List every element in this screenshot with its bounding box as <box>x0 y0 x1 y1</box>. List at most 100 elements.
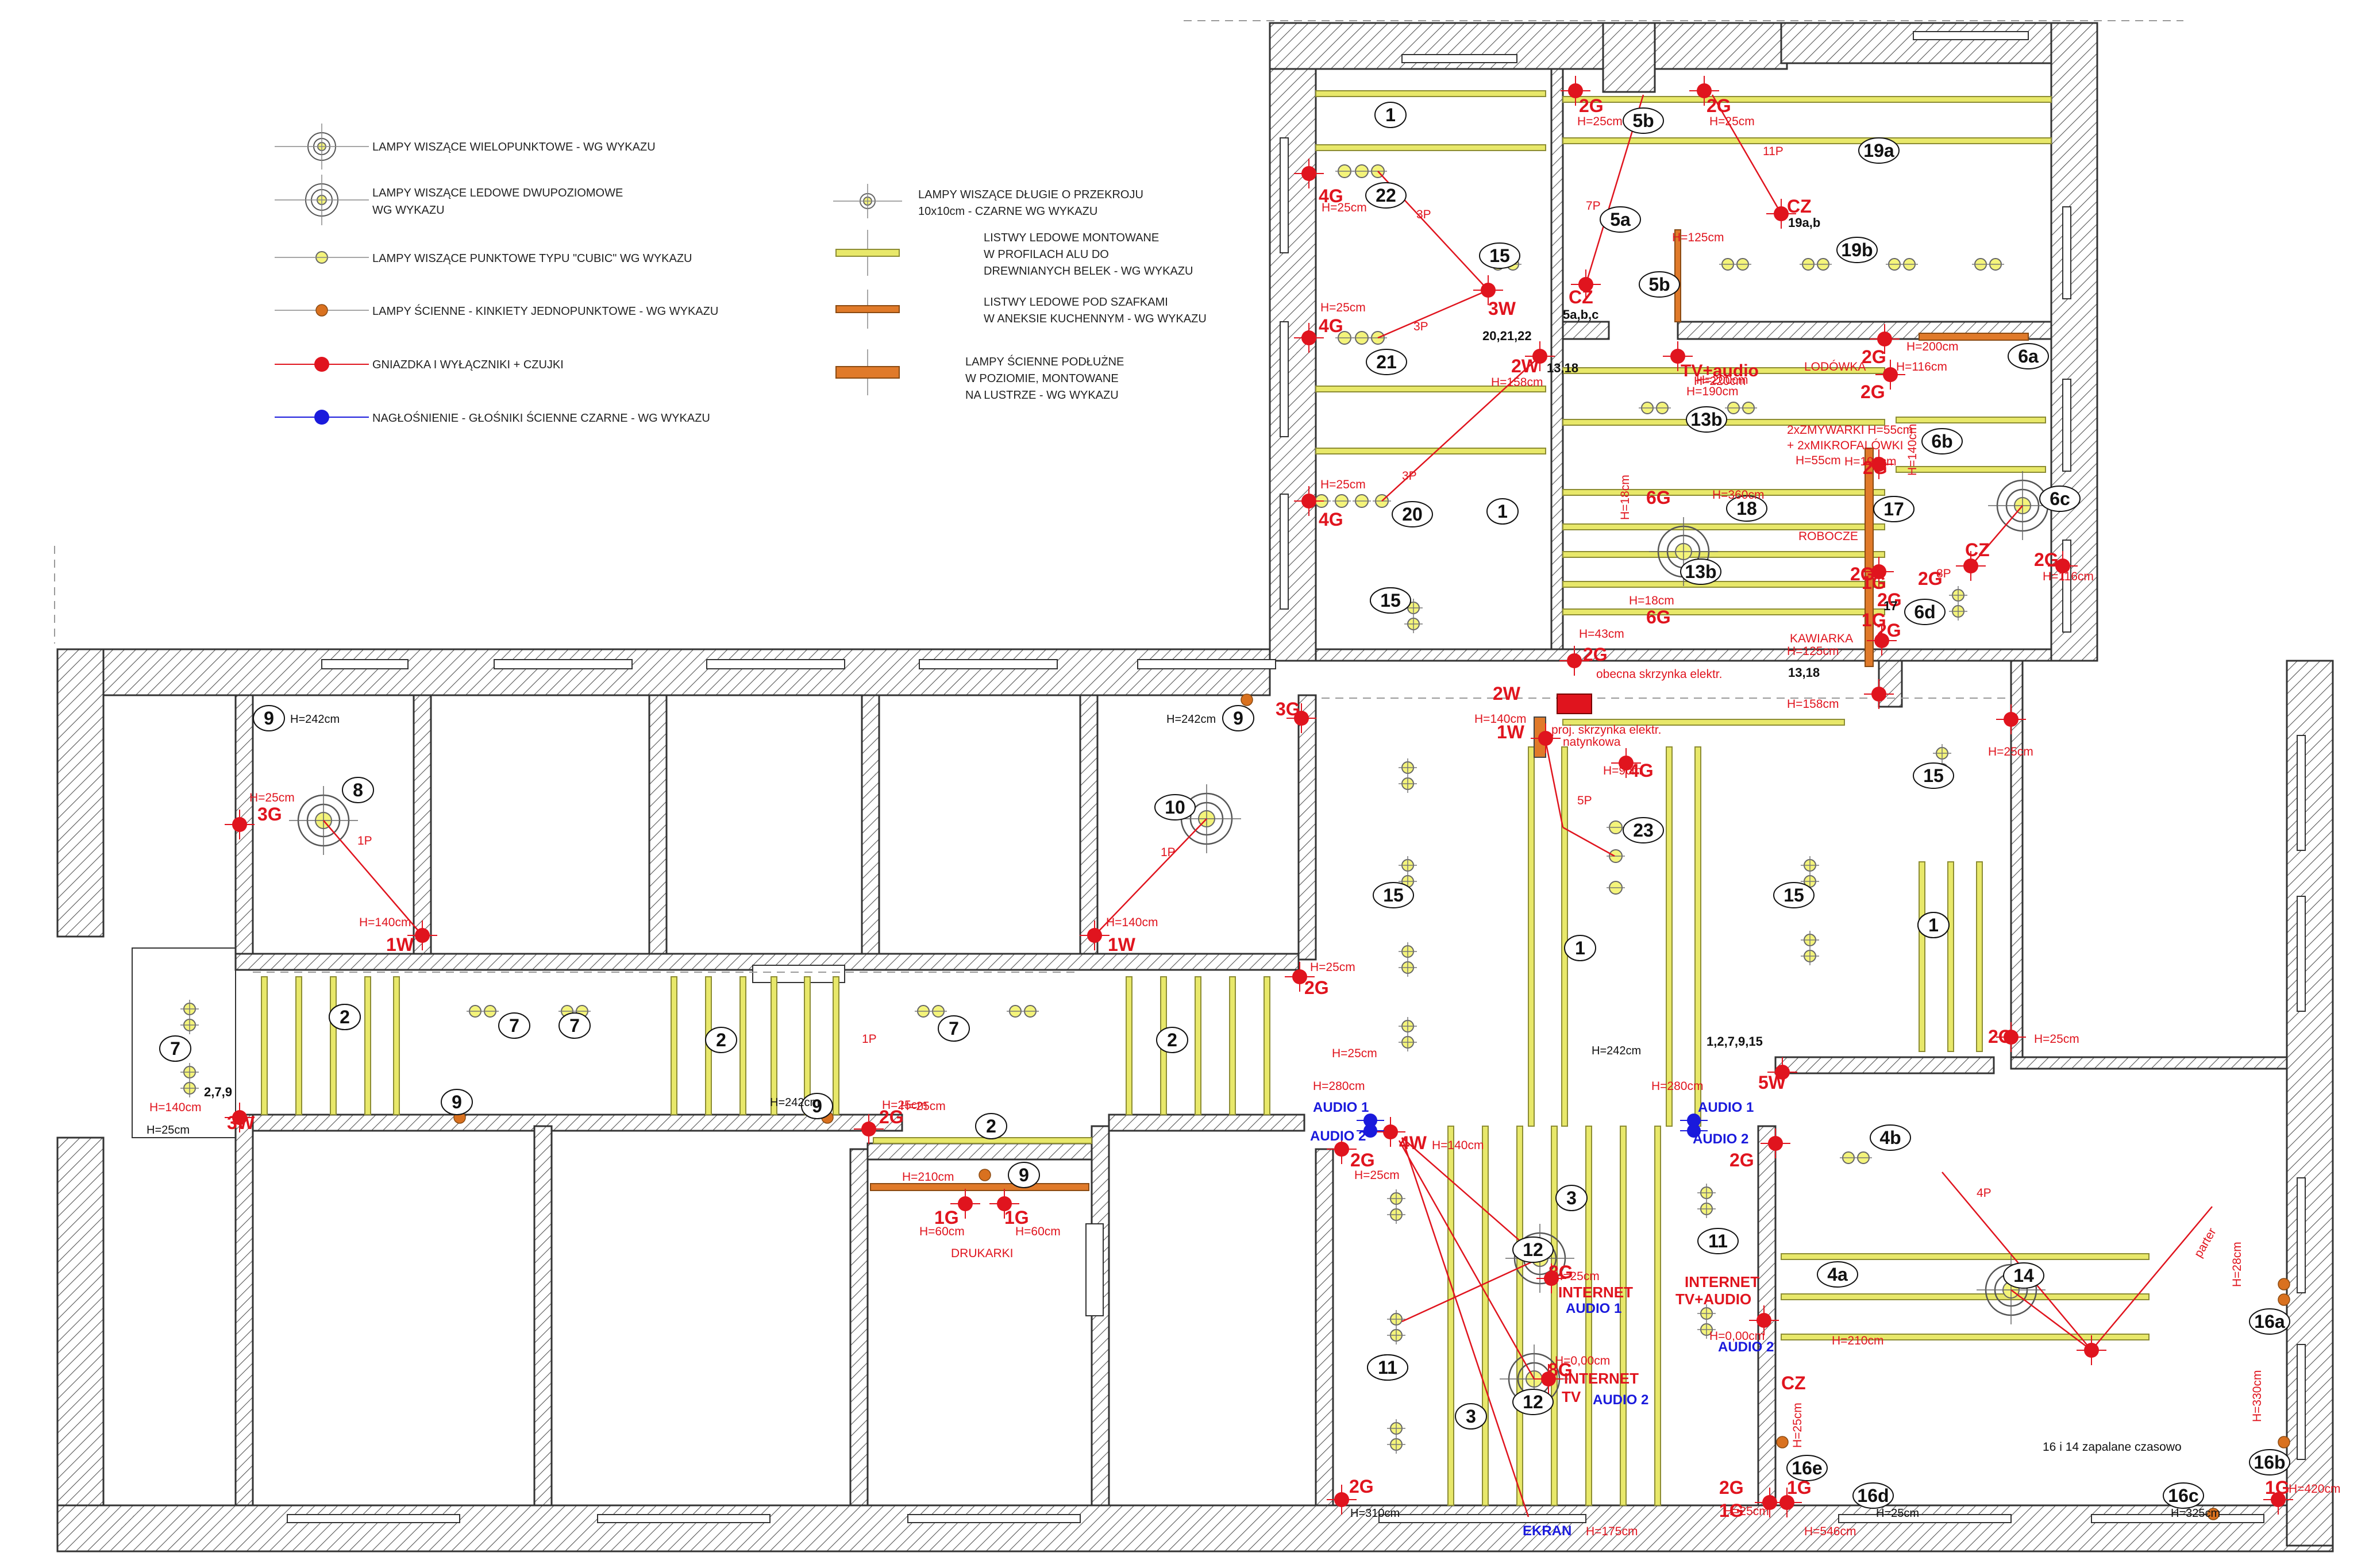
socket-group-label: 2G <box>1988 1026 2013 1047</box>
room-number-9: 9 <box>801 1093 833 1119</box>
note-internet-2: INTERNET <box>1564 1370 1639 1387</box>
room-number-7: 7 <box>159 1035 191 1062</box>
circuit-label: 7P <box>1586 199 1601 213</box>
height-label: H=25cm <box>1724 1505 1769 1518</box>
room-number-2: 2 <box>975 1113 1007 1139</box>
reference-label: 20,21,22 <box>1482 329 1532 343</box>
socket-group-label: CZ <box>1781 1373 1806 1393</box>
room-number-label: 13b <box>1690 409 1722 430</box>
legend-text-1b: WG WYKAZU <box>372 204 445 217</box>
room-number-label: 1 <box>1385 105 1396 125</box>
socket-group-label: 8G <box>1548 1359 1573 1380</box>
height-label: H=43cm <box>1579 627 1624 641</box>
room-number-label: 2 <box>340 1007 350 1027</box>
height-label: H=310cm <box>1350 1507 1400 1520</box>
audio-1-mid: AUDIO 1 <box>1566 1301 1621 1316</box>
socket-group-label: 2G <box>1863 457 1888 478</box>
height-label: H=25cm <box>900 1100 946 1113</box>
audio-1-left: AUDIO 1 <box>1313 1100 1369 1115</box>
room-number-7: 7 <box>558 1012 591 1039</box>
room-number-label: 6d <box>1914 602 1935 622</box>
socket-group-label: 1G <box>1719 1500 1744 1521</box>
note-tv-audio: TV+AUDIO <box>1675 1290 1751 1308</box>
room-number-1: 1 <box>1486 498 1519 525</box>
legend-text-7b: W PROFILACH ALU DO <box>984 248 1109 261</box>
height-label: H=546cm <box>1804 1525 1856 1538</box>
socket-group-label: 2G <box>1349 1476 1374 1497</box>
height-label: H=420cm <box>2289 1482 2340 1496</box>
height-label: H=190cm <box>1686 385 1738 398</box>
socket-group-label: TV+audio <box>1681 361 1759 380</box>
room-number-3: 3 <box>1455 1403 1487 1430</box>
note-tv: TV <box>1562 1388 1581 1405</box>
cables <box>323 94 2213 1517</box>
height-label: H=55cm <box>1796 454 1841 467</box>
socket-group-label: 1W <box>386 934 414 955</box>
led-profile-icon <box>835 230 900 276</box>
room-number-label: 18 <box>1736 498 1757 519</box>
room-number-13b: 13b <box>1680 558 1721 585</box>
room-number-label: 6a <box>2018 346 2039 367</box>
socket-group-label: 2W <box>1493 683 1521 704</box>
height-label: H=25cm <box>1322 201 1367 214</box>
room-number-22: 22 <box>1365 182 1407 209</box>
long-pendant-icon <box>833 184 902 218</box>
room-number-15: 15 <box>1479 242 1520 269</box>
room-number-6c: 6c <box>2039 486 2081 512</box>
room-number-label: 19a <box>1863 140 1894 161</box>
room-number-2: 2 <box>705 1027 737 1053</box>
socket-group-label: 1G <box>934 1207 959 1228</box>
socket-group-label: 2G <box>1918 568 1943 589</box>
height-label: H=200cm <box>1696 373 1748 387</box>
note-robocze: ROBOCZE <box>1798 530 1858 543</box>
room-number-13b: 13b <box>1686 406 1727 433</box>
room-number-label: 16a <box>2254 1311 2285 1332</box>
socket-group-label: 3G <box>1276 699 1300 719</box>
room-number-3: 3 <box>1555 1185 1588 1211</box>
reference-label: 13,18 <box>1788 665 1820 680</box>
room-number-label: 7 <box>949 1018 959 1039</box>
room-number-6b: 6b <box>1921 428 1963 454</box>
room-number-label: 13b <box>1685 561 1716 582</box>
height-label: H=9cm <box>1603 764 1642 777</box>
height-label: H=18cm <box>1629 594 1674 607</box>
cubic-pendant-icon <box>275 251 369 264</box>
legend-text-8b: W ANEKSIE KUCHENNYM - WG WYKAZU <box>984 313 1207 325</box>
room-numbers: 1111122222334a4b5a5b5b6a6b6c6d7777899999… <box>159 102 2290 1509</box>
height-label: H=25cm <box>1554 1270 1600 1283</box>
room-number-label: 4a <box>1827 1264 1848 1285</box>
room-number-label: 2 <box>716 1030 726 1050</box>
room-number-label: 9 <box>1019 1165 1029 1185</box>
socket-group-label: 3W <box>1488 298 1516 319</box>
height-label: H=140cm <box>149 1101 201 1114</box>
legend-text-9c: NA LUSTRZE - WG WYKAZU <box>965 389 1119 402</box>
room-number-label: 16c <box>2168 1485 2198 1506</box>
socket-group-label: 4G <box>1319 186 1343 206</box>
room-number-label: 1 <box>1928 915 1939 935</box>
cabinet-led-strips <box>870 229 2029 1191</box>
room-number-16b: 16b <box>2249 1449 2290 1475</box>
height-label: H=125cm <box>1672 231 1724 244</box>
circuit-label: 3P <box>1416 208 1431 221</box>
socket-group-label: 2G <box>1877 590 1902 610</box>
reference-label: 13,18 <box>1547 361 1578 375</box>
note-zapalane: 16 i 14 zapalane czasowo <box>2043 1440 2182 1454</box>
height-label: H=210cm <box>902 1170 954 1184</box>
height-label: H=140cm <box>1432 1139 1484 1152</box>
legend-text-8: LISTWY LEDOWE POD SZAFKAMI <box>984 296 1168 309</box>
room-number-18: 18 <box>1726 495 1767 522</box>
circuit-label: 3P <box>1402 469 1417 483</box>
wall-sconce-icon <box>275 304 369 317</box>
room-number-label: 9 <box>1233 708 1243 729</box>
room-number-23: 23 <box>1623 817 1664 843</box>
audio-2-mid: AUDIO 2 <box>1593 1392 1648 1408</box>
room-number-2: 2 <box>329 1004 361 1030</box>
height-label: H=116cm <box>2043 570 2094 583</box>
height-label: H=25cm <box>1791 1403 1804 1448</box>
height-label: H=140cm <box>1474 712 1526 726</box>
room-number-label: 15 <box>1380 590 1401 611</box>
room-number-label: 5b <box>1632 110 1654 131</box>
room-number-label: 16d <box>1857 1485 1889 1506</box>
room-number-label: 6c <box>2050 488 2070 509</box>
